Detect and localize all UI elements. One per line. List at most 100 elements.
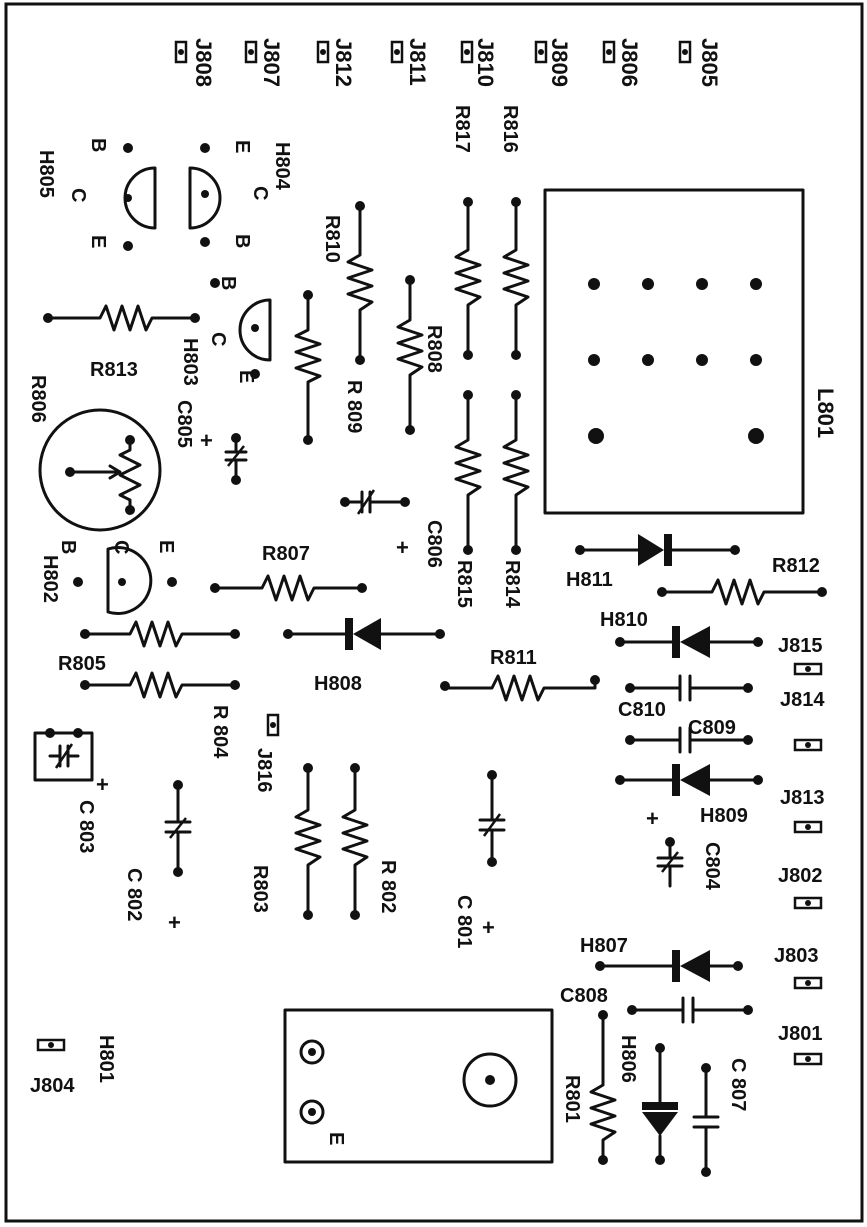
resistor-r816: R816 xyxy=(499,105,530,360)
jack-j803-label: J803 xyxy=(774,945,819,967)
h803-pin-e: E xyxy=(235,370,257,383)
capacitor-c803: + C 803 xyxy=(33,728,109,853)
diode-h807-label: H807 xyxy=(580,935,628,957)
jack-j803: J803 xyxy=(774,945,823,990)
potentiometer-r806: R806 xyxy=(27,375,162,532)
resistor-r813: R813 xyxy=(43,304,200,381)
resistors: R813 R810 R 809 R808 R817 R816 xyxy=(43,105,827,1165)
jack-j812: J812 xyxy=(316,38,356,87)
resistor-r815-label: R815 xyxy=(453,560,475,608)
resistor-r814: R814 xyxy=(501,390,530,609)
capacitor-c802-label: C 802 xyxy=(123,868,145,921)
resistor-r807-label: R807 xyxy=(262,543,310,565)
c801-plus: + xyxy=(482,915,495,940)
c804-plus: + xyxy=(646,806,659,831)
capacitor-c805: + C805 xyxy=(173,400,248,485)
resistor-r814-label: R814 xyxy=(501,560,523,609)
jack-j810: J810 xyxy=(460,38,498,87)
capacitor-c806-label: C806 xyxy=(423,520,445,568)
output-module-pin-e: E xyxy=(325,1132,347,1145)
h804-pin-e: E xyxy=(231,140,253,153)
transistor-h804-label: H804 xyxy=(271,142,293,191)
jack-j811-label: J811 xyxy=(405,38,430,86)
jack-j815-label: J815 xyxy=(778,635,823,657)
diodes: H811 H810 H808 H809 H807 H806 xyxy=(283,534,763,1165)
capacitor-c809-label: C809 xyxy=(688,717,736,739)
resistor-r801-label: R801 xyxy=(561,1075,583,1123)
transistor-h802: H802 B C E xyxy=(39,540,177,615)
jack-j813: J813 xyxy=(780,787,825,834)
diode-h808-label: H808 xyxy=(314,673,362,695)
capacitor-c802: + C 802 xyxy=(123,780,192,935)
resistor-r809: R 809 xyxy=(343,201,374,433)
jack-j816: J816 xyxy=(253,713,280,793)
potentiometer-r806-label: R806 xyxy=(27,375,49,423)
resistor-r805: R805 xyxy=(58,620,240,675)
resistor-r808-label: R808 xyxy=(423,325,445,373)
diode-h811: H811 xyxy=(566,534,740,591)
jack-j814: J814 xyxy=(780,689,825,752)
top-jacks: J808 J807 J812 J811 J810 J809 J806 J805 xyxy=(174,38,722,87)
capacitors: + C805 + C806 C810 C809 + C804 xyxy=(33,400,753,1177)
diode-h807: H807 xyxy=(580,935,743,982)
capacitor-c808-label: C808 xyxy=(560,985,608,1007)
jack-j802-label: J802 xyxy=(778,865,823,887)
transistor-h803: H803 B C E xyxy=(179,276,272,386)
capacitor-c809: C809 xyxy=(625,717,753,754)
diode-h811-label: H811 xyxy=(566,569,613,591)
capacitor-c804: + C804 xyxy=(646,806,723,891)
resistor-r807: R807 xyxy=(210,543,367,602)
c802-plus: + xyxy=(168,910,181,935)
jack-j802: J802 xyxy=(778,865,823,910)
resistor-r805-label: R805 xyxy=(58,653,106,675)
capacitor-c801-label: C 801 xyxy=(453,895,475,948)
jack-j806: J806 xyxy=(602,38,642,87)
jack-j811: J811 xyxy=(390,38,430,86)
jack-j807: J807 xyxy=(244,38,284,87)
resistor-r809-label: R 809 xyxy=(343,380,365,433)
capacitor-c806: + C806 xyxy=(340,489,445,568)
jack-j814-label: J814 xyxy=(780,689,825,711)
resistor-r811: R811 xyxy=(440,647,600,702)
h804-pin-c: C xyxy=(249,186,271,200)
jack-j801: J801 xyxy=(778,1023,823,1066)
diode-h809: H809 xyxy=(615,764,763,827)
capacitor-c803-label: C 803 xyxy=(75,800,97,853)
board-outline xyxy=(4,2,864,1223)
diode-h810-label: H810 xyxy=(600,609,648,631)
h804-pin-b: B xyxy=(231,234,253,248)
jack-j813-label: J813 xyxy=(780,787,825,809)
resistor-r812: R812 xyxy=(657,555,827,606)
diode-h809-label: H809 xyxy=(700,805,748,827)
capacitor-c810: C810 xyxy=(618,674,753,721)
h802-pin-c: C xyxy=(110,540,132,554)
h803-pin-c: C xyxy=(207,332,229,346)
output-module: E xyxy=(283,1008,554,1164)
resistor-r810-label: R810 xyxy=(321,215,343,263)
capacitor-c807-label: C 807 xyxy=(727,1058,749,1111)
h802-pin-b: B xyxy=(57,540,79,554)
transistor-h805-label: H805 xyxy=(35,150,57,198)
h805-pin-b: B xyxy=(87,138,109,152)
jack-j804: J804 H801 xyxy=(30,1035,117,1097)
right-jacks: J815 J814 J813 J802 J803 J801 xyxy=(774,635,825,1066)
jack-j806-label: J806 xyxy=(617,38,642,87)
jack-j804-label: J804 xyxy=(30,1075,75,1097)
resistor-r817: R817 xyxy=(451,105,482,360)
h802-pin-e: E xyxy=(155,540,177,553)
resistor-r815: R815 xyxy=(453,390,482,608)
c806-plus: + xyxy=(396,535,409,560)
inductor-l801-label: L801 xyxy=(813,388,838,438)
jack-j810-label: J810 xyxy=(473,38,498,87)
jack-j812-label: J812 xyxy=(331,38,356,87)
resistor-r801: R801 xyxy=(561,1010,617,1165)
h805-pin-e: E xyxy=(87,235,109,248)
capacitor-c801: + C 801 xyxy=(453,770,506,948)
diode-h810: H810 xyxy=(600,609,763,658)
capacitor-c805-label: C805 xyxy=(173,400,195,448)
jack-j805-label: J805 xyxy=(697,38,722,87)
resistor-r812-label: R812 xyxy=(772,555,820,577)
transistor-h802-label: H802 xyxy=(39,555,61,603)
h803-pin-b: B xyxy=(217,276,239,290)
